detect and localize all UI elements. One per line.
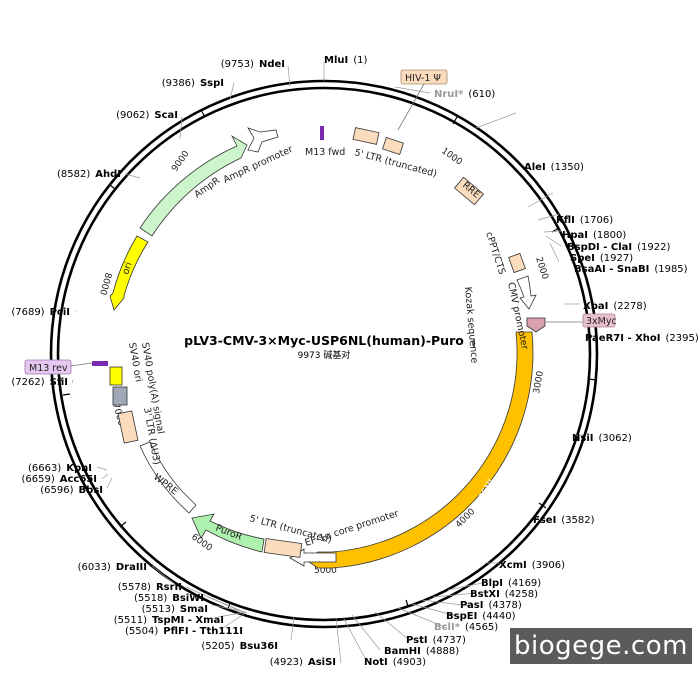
m13-fwd-label: M13 fwd xyxy=(305,147,345,158)
kozak-label: Kozak sequence xyxy=(462,286,480,363)
tick-2000: 2000 xyxy=(533,256,550,281)
tick-1000: 1000 xyxy=(439,146,464,167)
site-acc65i: (6659)Acc65I xyxy=(22,474,98,485)
cppt-label: cPPT/CTS xyxy=(483,231,507,276)
site-rsrii: (5578)RsrII xyxy=(118,582,182,593)
site-ndei: (9753)NdeI xyxy=(221,59,285,70)
watermark: biogege.com xyxy=(510,628,692,664)
ori-arrow xyxy=(109,235,149,311)
ltr5-bottom-box xyxy=(263,538,303,558)
m13-rev-marker xyxy=(92,361,108,366)
site-bspei: BspEI(4440) xyxy=(446,611,516,622)
m13-rev-label: M13 rev xyxy=(29,363,68,374)
wpre-arrow xyxy=(139,441,197,514)
hiv-psi-label: HIV-1 Ψ xyxy=(405,73,441,84)
site-bcli: BclI*(4565) xyxy=(434,622,498,633)
m13-rev-leader xyxy=(70,362,93,367)
site-nsii: NsiI(3062) xyxy=(572,433,632,444)
m13-fwd-marker xyxy=(320,126,324,140)
backbone-inner xyxy=(56,86,592,622)
ltr5-top-box-1 xyxy=(352,127,380,145)
sv40-ori-box xyxy=(112,386,128,406)
restriction-sites xyxy=(71,62,597,664)
site-noti: NotI(4903) xyxy=(364,657,426,668)
site-bsiwi: (5518)BsiWI xyxy=(134,593,204,604)
site-sspi: (9386)SspI xyxy=(162,78,224,89)
myc-tag xyxy=(582,313,616,328)
tick-9000: 9000 xyxy=(170,149,191,174)
ltr5-top-box-2 xyxy=(382,137,404,155)
site-pasi: PasI(4378) xyxy=(460,600,522,611)
site-blpi: BlpI(4169) xyxy=(481,578,541,589)
site-bamhi: BamHI(4888) xyxy=(384,646,459,657)
site-sfii: (7262)SfiI xyxy=(11,377,68,388)
myc-arrow xyxy=(526,317,546,333)
ampr-arrow xyxy=(139,134,248,237)
scale-ticks xyxy=(62,109,597,610)
site-tth111i: (5504)PflFI - Tth111I xyxy=(125,626,243,637)
site-ahdi: (8582)AhdI xyxy=(57,169,121,180)
ampr-promoter-arrow xyxy=(247,127,279,153)
site-alei: AleI(1350) xyxy=(524,162,584,173)
site-xcmi: XcmI(3906) xyxy=(499,560,565,571)
site-kpni: (6663)KpnI xyxy=(28,463,92,474)
site-scai: (9062)ScaI xyxy=(116,110,178,121)
site-mlui: MluI(1) xyxy=(324,55,367,66)
plasmid-size: 9973 碱基对 xyxy=(298,349,351,361)
puror-arrow xyxy=(191,513,265,553)
site-nrui: NruI*(610) xyxy=(434,89,495,100)
site-draiii: (6033)DraIII xyxy=(78,562,147,573)
site-smai: (5513)SmaI xyxy=(142,604,208,615)
tick-8000: 8000 xyxy=(97,271,113,296)
site-clai: BspDI - ClaI(1922) xyxy=(567,242,670,253)
rre-box xyxy=(453,176,485,206)
cppt-box xyxy=(508,252,526,274)
site-spei: SpeI(1927) xyxy=(570,253,633,264)
hiv-psi-leader xyxy=(397,83,425,131)
site-bstxi: BstXI(4258) xyxy=(470,589,538,600)
site-bsu36i: (5205)Bsu36I xyxy=(201,641,278,652)
m13-rev-tag xyxy=(24,359,72,375)
site-kfli: KflI(1706) xyxy=(556,215,613,226)
ltr3-box xyxy=(117,410,139,444)
cmv-promoter-arrow xyxy=(516,275,537,310)
site-fsei: FseI(3582) xyxy=(533,515,595,526)
site-hpai: HpaI(1800) xyxy=(562,230,626,241)
site-snabi: BsaAI - SnaBI(1985) xyxy=(574,264,688,275)
plasmid-title: pLV3-CMV-3×Myc-USP6NL(human)-Puro xyxy=(184,333,464,348)
site-xhoi: PaeR7I - XhoI(2395) xyxy=(585,333,699,344)
sv40-polya-box xyxy=(109,366,123,386)
myc-label: 3xMyc xyxy=(586,316,617,327)
site-pcii: (7689)PciI xyxy=(11,307,70,318)
site-psti: PstI(4737) xyxy=(406,635,466,646)
ori-label: ori xyxy=(120,261,134,276)
site-asisi: (4923)AsiSI xyxy=(270,657,336,668)
site-xmai: (5511)TspMI - XmaI xyxy=(114,615,224,626)
site-xbai: XbaI(2278) xyxy=(583,301,647,312)
tick-3000: 3000 xyxy=(532,370,546,395)
site-bbsi: (6596)BbsI xyxy=(40,485,103,496)
tick-5000: 5000 xyxy=(314,566,337,576)
